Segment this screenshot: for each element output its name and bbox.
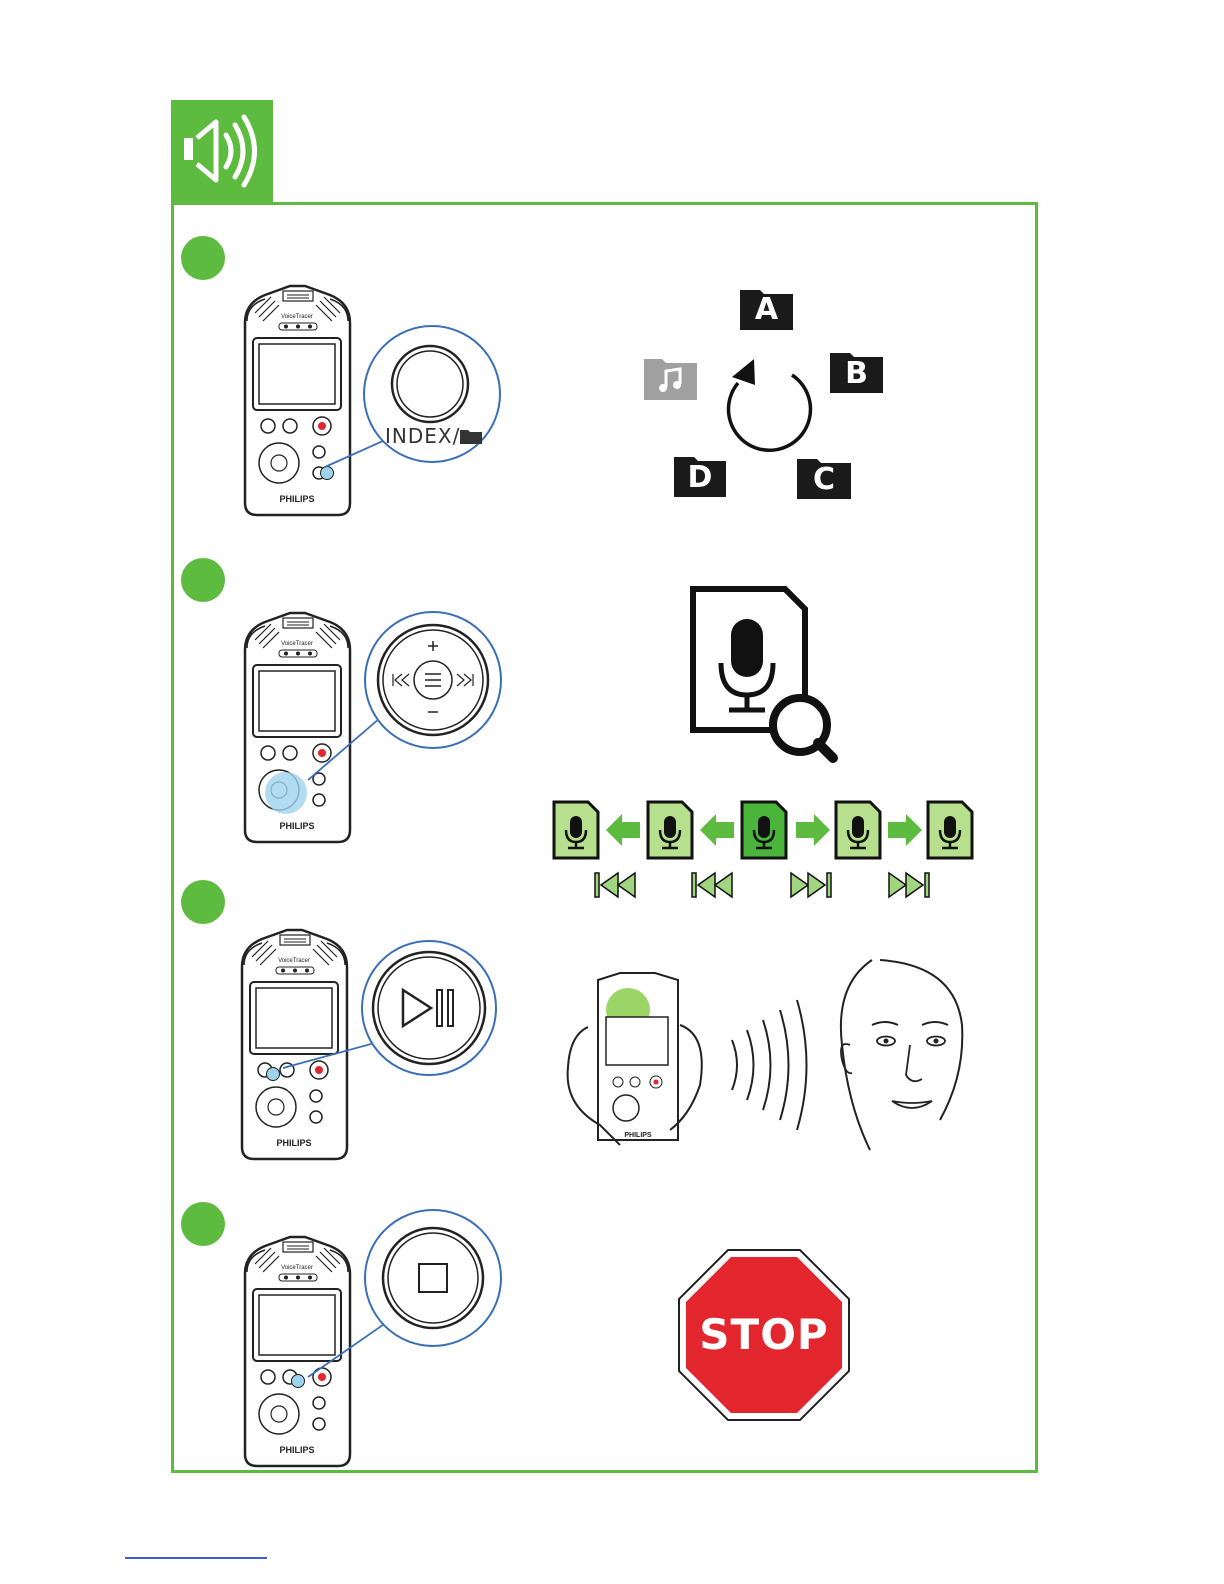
file-icon-4 — [836, 802, 880, 858]
folder-d-label: D — [674, 460, 726, 495]
folder-icon — [460, 428, 482, 444]
callout-navpad — [300, 608, 505, 783]
step-4-marker — [181, 1202, 225, 1246]
callout-stop — [300, 1205, 505, 1385]
skip-back-icon — [692, 873, 732, 897]
step-3-marker — [181, 880, 225, 924]
file-navigation — [550, 798, 980, 903]
step-2-marker — [181, 558, 225, 602]
index-button-label: INDEX/ — [385, 424, 460, 448]
step-1-marker — [181, 236, 225, 280]
stop-sign-text: STOP — [677, 1310, 851, 1359]
file-search-icon — [685, 585, 845, 765]
speaker-icon — [171, 100, 273, 202]
device-brand-small: PHILIPS — [624, 1132, 652, 1139]
music-folder-icon — [644, 359, 697, 400]
cycle-arrow — [728, 375, 810, 450]
header-tab — [171, 100, 273, 202]
folder-c-label: C — [797, 462, 851, 497]
callout-play — [275, 938, 505, 1083]
skip-forward-icon — [889, 873, 929, 897]
folder-b-label: B — [830, 356, 883, 391]
file-icon-5 — [928, 802, 972, 858]
file-icon-current — [742, 802, 786, 858]
folder-a-label: A — [740, 292, 793, 327]
callout-index — [315, 322, 510, 472]
skip-forward-icon — [791, 873, 831, 897]
file-icon-1 — [554, 802, 598, 858]
file-icon-2 — [648, 802, 692, 858]
footer-link-line — [125, 1557, 267, 1559]
listening-illustration: PHILIPS — [560, 955, 970, 1160]
skip-back-icon — [595, 873, 635, 897]
